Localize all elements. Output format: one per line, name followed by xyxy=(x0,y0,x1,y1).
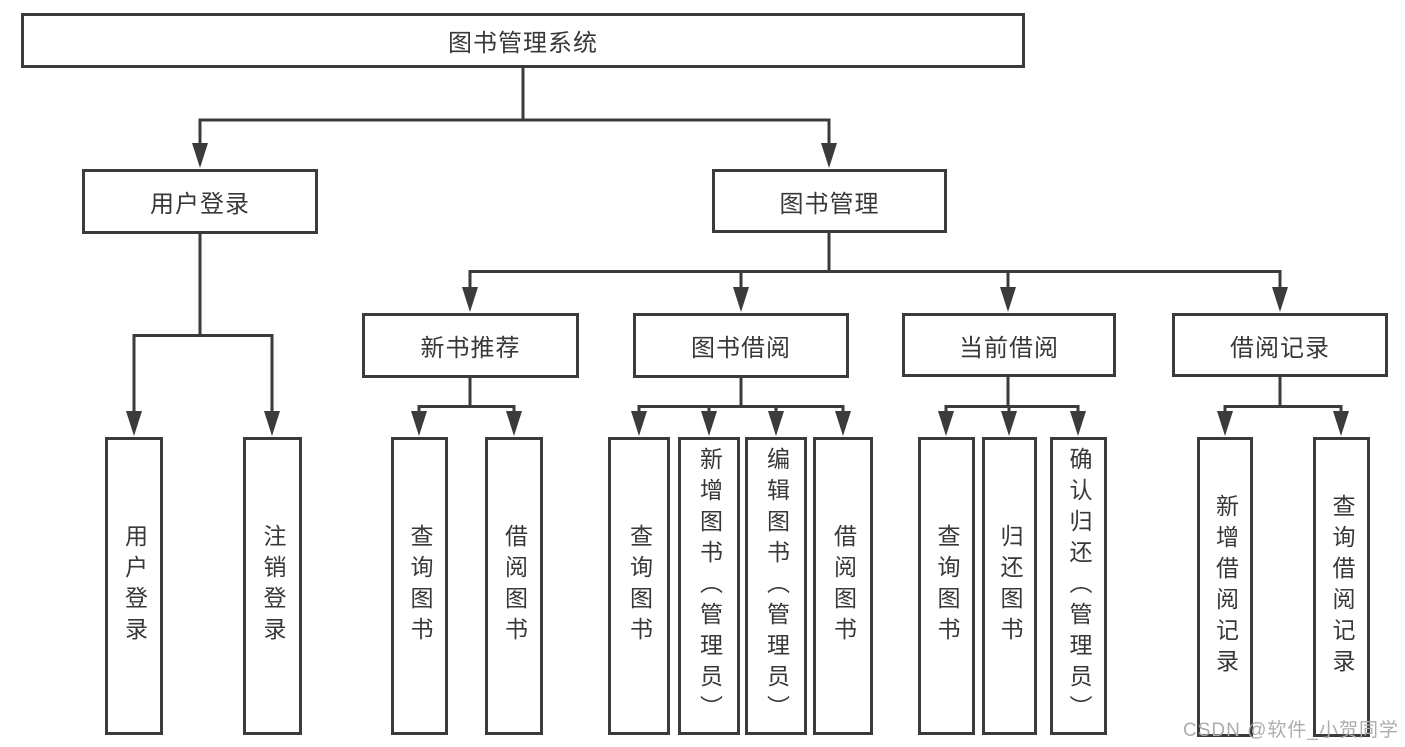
leaf-borrow-books-label: 借阅图书 xyxy=(830,524,857,648)
leaf-add-book-admin-label: 新增图书（管理员） xyxy=(696,446,723,726)
node-borrow-records-label: 借阅记录 xyxy=(1230,334,1330,362)
leaf-borrow-books: 借阅图书 xyxy=(813,437,873,735)
node-root: 图书管理系统 xyxy=(21,13,1025,68)
leaf-return-books: 归还图书 xyxy=(982,437,1037,735)
leaf-query-books-borrow: 查询图书 xyxy=(608,437,670,735)
leaf-query-books-current-label: 查询图书 xyxy=(934,524,960,648)
leaf-add-borrow-record: 新增借阅记录 xyxy=(1197,437,1253,737)
leaf-logout: 注销登录 xyxy=(243,437,302,735)
leaf-query-books-current: 查询图书 xyxy=(918,437,975,735)
leaf-query-borrow-record-label: 查询借阅记录 xyxy=(1329,494,1355,680)
arrowheads xyxy=(126,143,1349,436)
leaf-edit-book-admin-label: 编辑图书（管理员） xyxy=(763,446,790,726)
leaf-confirm-return-admin-label: 确认归还（管理员） xyxy=(1066,446,1092,726)
node-new-book-recommend: 新书推荐 xyxy=(362,313,579,378)
node-book-management-label: 图书管理 xyxy=(779,190,880,218)
leaf-borrow-books-recommend-label: 借阅图书 xyxy=(501,524,528,648)
node-current-borrow: 当前借阅 xyxy=(902,313,1116,377)
leaf-query-borrow-record: 查询借阅记录 xyxy=(1313,437,1370,737)
leaf-confirm-return-admin: 确认归还（管理员） xyxy=(1050,437,1107,735)
csdn-watermark: CSDN @软件_小贺同学 xyxy=(1183,720,1399,741)
node-borrow-records: 借阅记录 xyxy=(1172,313,1388,377)
leaf-query-books-borrow-label: 查询图书 xyxy=(626,524,653,648)
leaf-edit-book-admin: 编辑图书（管理员） xyxy=(745,437,807,735)
leaf-add-book-admin: 新增图书（管理员） xyxy=(678,437,740,735)
leaf-query-books-recommend: 查询图书 xyxy=(391,437,448,735)
node-user-login-label: 用户登录 xyxy=(150,191,250,218)
node-book-borrow: 图书借阅 xyxy=(633,313,849,378)
node-root-label: 图书管理系统 xyxy=(448,30,598,57)
leaf-add-borrow-record-label: 新增借阅记录 xyxy=(1212,494,1239,680)
node-book-borrow-label: 图书借阅 xyxy=(691,335,791,362)
leaf-user-login: 用户登录 xyxy=(105,437,163,735)
node-new-book-recommend-label: 新书推荐 xyxy=(420,335,521,362)
leaf-user-login-label: 用户登录 xyxy=(121,524,148,648)
node-current-borrow-label: 当前借阅 xyxy=(959,334,1059,362)
leaf-logout-label: 注销登录 xyxy=(260,524,286,648)
node-user-login: 用户登录 xyxy=(82,169,318,234)
leaf-return-books-label: 归还图书 xyxy=(997,524,1023,648)
leaf-borrow-books-recommend: 借阅图书 xyxy=(485,437,543,735)
node-book-management: 图书管理 xyxy=(712,169,947,233)
leaf-query-books-recommend-label: 查询图书 xyxy=(407,524,433,648)
